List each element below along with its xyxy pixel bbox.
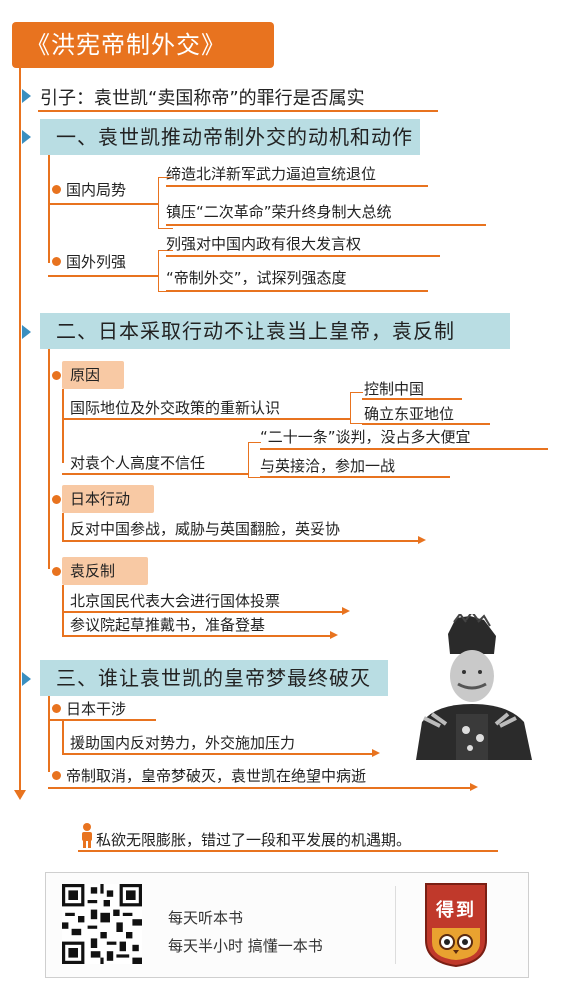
yuan-shikai-portrait [396,614,556,760]
reason-a-text: 国际地位及外交政策的重新认识 [70,399,281,417]
arrow-right-icon [418,536,426,544]
logo-text: 得到 [436,900,476,921]
dedao-logo [425,883,487,968]
bullet-dot [52,371,61,380]
connector-line [48,203,158,205]
bracket [158,250,173,292]
reason-a-sub-1: 控制中国 [364,380,425,398]
group-label-foreign: 国外列强 [66,253,127,271]
bullet-dot [52,567,61,576]
connector-line [62,753,374,755]
conclusion-text: 私欲无限膨胀，错过了一段和平发展的机遇期。 [96,831,412,849]
bracket [158,177,173,229]
connector-line [260,448,548,450]
connector-line [62,585,64,635]
conclusion-underline [78,850,498,852]
bracket [248,442,261,478]
tag-japan-action: 日本行动 [62,485,154,513]
group-label-domestic: 国内局势 [66,181,127,199]
section-2-branch [48,349,50,569]
intro-text: 引子：袁世凯“卖国称帝”的罪行是否属实 [40,88,365,109]
arrow-right-icon [470,783,478,791]
arrow-right-icon [342,607,350,615]
slogan-line-1: 每天听本书 [168,909,244,927]
triangle-marker-icon [22,89,31,103]
connector-line [362,423,490,425]
section-3-heading: 三、谁让袁世凯的皇帝梦最终破灭 [40,660,388,696]
japan-interfere-text: 援助国内反对势力，外交施加压力 [70,734,296,752]
reason-b-text: 对袁个人高度不信任 [70,454,206,472]
japan-interfere-label: 日本干涉 [66,700,127,718]
connector-line [62,635,332,637]
tag-yuan-counter: 袁反制 [62,557,148,585]
triangle-marker-icon [22,672,31,686]
triangle-marker-icon [22,325,31,339]
bullet-dot [52,495,61,504]
japan-action-text: 反对中国参战，威胁与英国翻脸，英妥协 [70,520,341,538]
connector-line [62,513,64,541]
arrow-right-icon [330,631,338,639]
connector-line [62,719,64,753]
bracket [350,392,363,424]
bullet-dot [52,704,61,713]
footer-divider [395,886,396,964]
connector-line [362,398,462,400]
connector-line [166,185,428,187]
connector-line [62,473,248,475]
reason-b-sub-2: 与英接洽，参加一战 [260,457,396,475]
reason-branch [62,389,64,463]
connector-line [62,418,350,420]
qr-code-icon [62,884,142,964]
arrow-right-icon [372,749,380,757]
end-text: 帝制取消，皇帝梦破灭，袁世凯在绝望中病逝 [66,767,367,785]
connector-line [48,275,158,277]
intro-underline [38,110,438,112]
bullet-dot [52,185,61,194]
yuan-item-1: 北京国民代表大会进行国体投票 [70,592,281,610]
domestic-item-2: 镇压“二次革命”荣升终身制大总统 [166,203,392,221]
bullet-dot [52,771,61,780]
section-2-heading: 二、日本采取行动不让袁当上皇帝，袁反制 [40,313,510,349]
connector-line [166,255,440,257]
connector-line [62,540,420,542]
connector-line [62,611,344,613]
connector-line [48,787,472,789]
connector-line [48,719,156,721]
spine-arrow-icon [14,790,26,800]
foreign-item-2: “帝制外交”，试探列强态度 [166,269,347,287]
person-icon [82,823,92,848]
page-title: 《洪宪帝制外交》 [12,22,274,68]
yuan-item-2: 参议院起草推戴书，准备登基 [70,616,266,634]
triangle-marker-icon [22,130,31,144]
bullet-dot [52,257,61,266]
reason-b-sub-1: “二十一条”谈判，没占多大便宜 [260,428,471,446]
connector-line [166,290,428,292]
domestic-item-1: 缔造北洋新军武力逼迫宣统退位 [166,165,377,183]
timeline-spine [19,66,21,794]
foreign-item-1: 列强对中国内政有很大发言权 [166,235,362,253]
slogan-line-2: 每天半小时 搞懂一本书 [168,937,323,955]
section-1-branch [48,155,50,263]
connector-line [260,476,450,478]
tag-reason: 原因 [62,361,124,389]
section-3-branch [48,696,50,772]
connector-line [166,224,486,226]
reason-a-sub-2: 确立东亚地位 [364,405,455,423]
section-1-heading: 一、袁世凯推动帝制外交的动机和动作 [40,119,420,155]
